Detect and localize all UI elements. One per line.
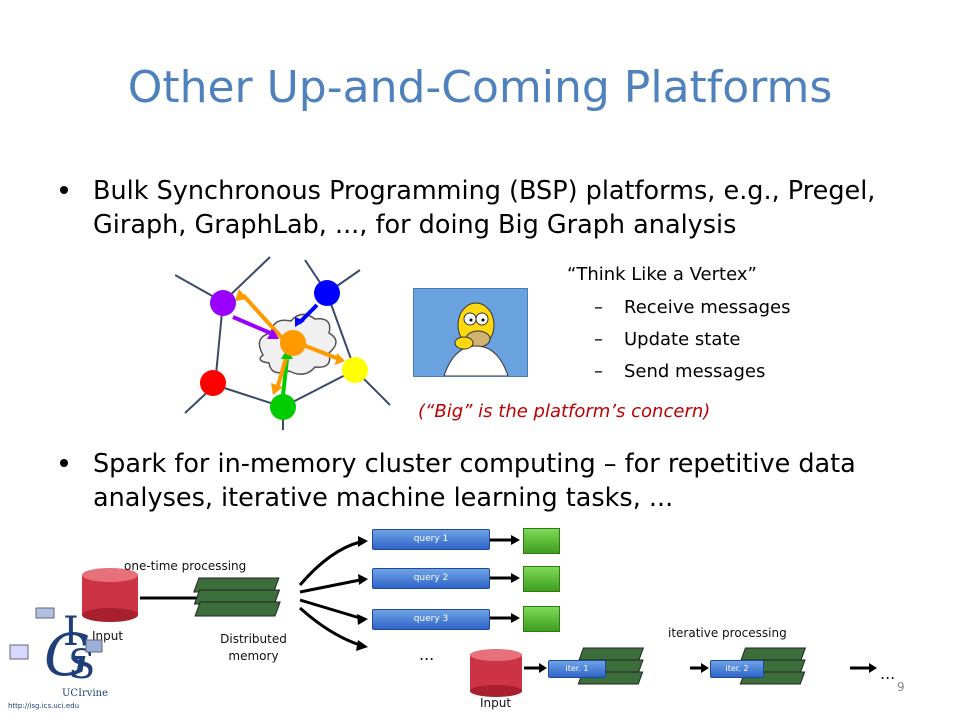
query-box-2: query 2 — [372, 568, 490, 589]
vertex-item-send: Send messages — [624, 361, 766, 382]
iterative-processing-label: iterative processing — [668, 626, 787, 640]
dash-marker: – — [594, 361, 603, 382]
result-box-2 — [523, 566, 560, 592]
big-concern-note: (“Big” is the platform’s concern) — [418, 401, 711, 422]
input-database-icon — [470, 649, 522, 697]
bullet-1-line-2: Giraph, GraphLab, ..., for doing Big Gra… — [93, 210, 737, 240]
graph-diagram — [175, 256, 391, 430]
dash-marker: – — [594, 297, 603, 318]
iter-box-1: iter. 1 — [548, 660, 606, 678]
vertex-item-receive: Receive messages — [624, 297, 791, 318]
bullet-2-line-1: Spark for in-memory cluster computing – … — [93, 449, 856, 479]
bullet-2-line-2: analyses, iterative machine learning tas… — [93, 483, 674, 513]
node-red — [200, 370, 226, 396]
query-box-3: query 3 — [372, 609, 490, 630]
node-blue — [314, 280, 340, 306]
logo-brand-text: UCIrvine — [62, 688, 109, 699]
ellipsis-2: ... — [880, 664, 896, 683]
node-green — [270, 394, 296, 420]
page-number: 9 — [897, 680, 905, 694]
result-box-1 — [523, 528, 560, 554]
vertex-item-update: Update state — [624, 329, 741, 350]
memory-module-icon — [193, 577, 281, 617]
node-orange — [280, 330, 306, 356]
ellipsis: ... — [419, 645, 435, 664]
vertex-heading: “Think Like a Vertex” — [567, 264, 757, 285]
bullet-1-line-1: Bulk Synchronous Programming (BSP) platf… — [93, 176, 876, 206]
logo-url: http://isg.ics.uci.edu — [8, 702, 80, 710]
thinking-character-image — [413, 288, 528, 377]
memory-module-icon — [739, 647, 807, 685]
svg-text:I: I — [63, 609, 79, 655]
bullet-marker — [60, 186, 68, 194]
svg-text:G: G — [44, 621, 90, 685]
node-yellow — [342, 357, 368, 383]
one-time-processing-label: one-time processing — [124, 559, 247, 573]
distributed-memory-label: Distributed memory — [220, 632, 287, 663]
bullet-marker — [60, 459, 68, 467]
input-label-2: Input — [480, 696, 512, 710]
isg-logo: G I S UCIrvine http://isg.ics.uci.edu — [8, 600, 113, 710]
iter-box-2: iter. 2 — [710, 660, 764, 678]
slide-title: Other Up-and-Coming Platforms — [127, 62, 833, 113]
result-box-3 — [523, 606, 560, 632]
query-box-1: query 1 — [372, 529, 490, 550]
dash-marker: – — [594, 329, 603, 350]
isg-logo-icon: G I S — [9, 607, 103, 689]
input-database-icon — [82, 568, 138, 622]
node-purple — [210, 290, 236, 316]
